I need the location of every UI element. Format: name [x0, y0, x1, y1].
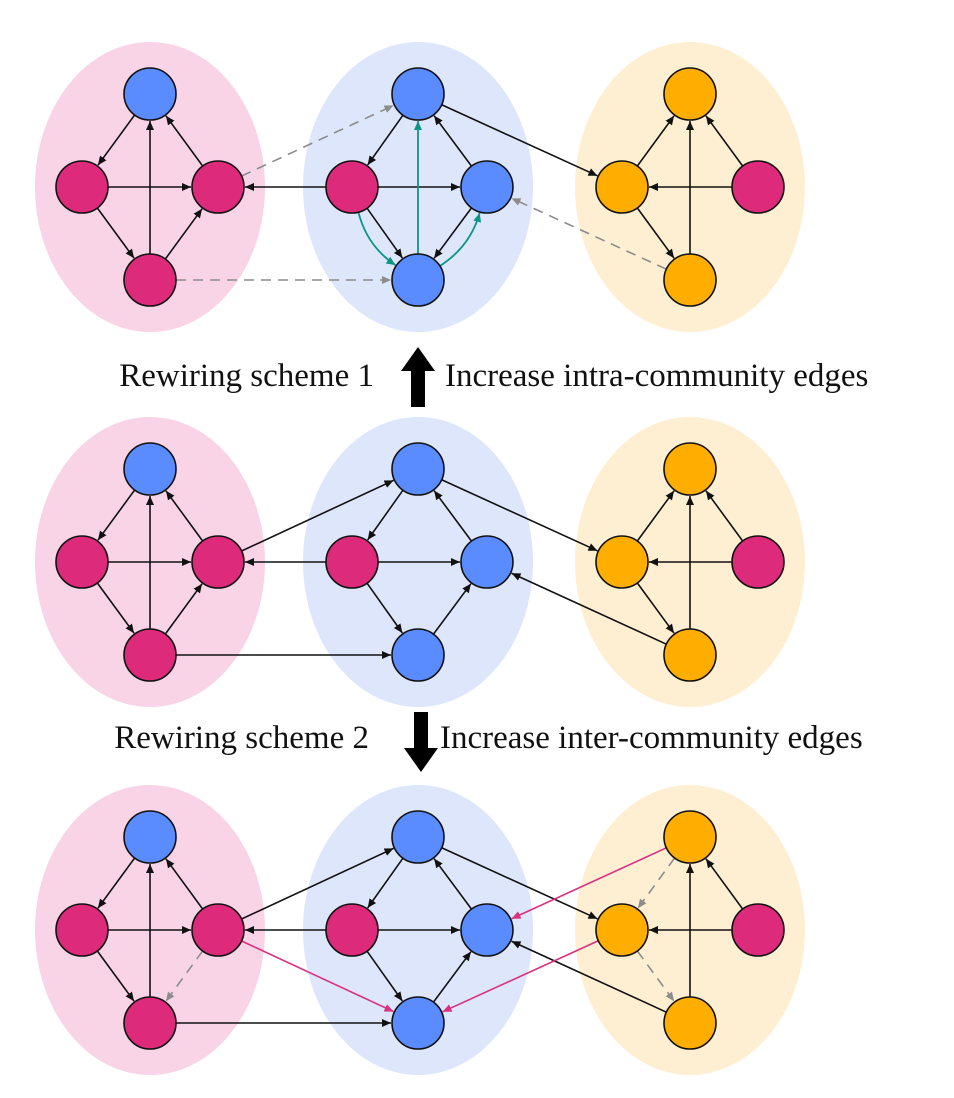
node-O2-rewired-inter [731, 903, 785, 957]
node-O3-original [663, 628, 717, 682]
edge-O1-O3-rewired-intra [636, 207, 675, 259]
edge-B2-B0-rewired-intra [433, 115, 473, 167]
edge-B1-B3-rewired-inter [366, 950, 404, 1002]
edge-B3-B2-rewired-inter [432, 951, 472, 1003]
edge-P0-P1-rewired-intra [97, 114, 136, 166]
node-B3-rewired-inter [391, 996, 445, 1050]
edge-P1-P3-rewired-inter [96, 950, 135, 1002]
node-B2-original [460, 535, 514, 589]
arrow-up-icon [401, 347, 435, 407]
node-O1-original [595, 535, 649, 589]
edge-O0-B2-rewired-inter [511, 847, 667, 920]
node-O2-rewired-intra [731, 160, 785, 214]
node-O0-rewired-intra [663, 67, 717, 121]
node-O0-rewired-inter [663, 810, 717, 864]
edge-B0-B1-rewired-intra [366, 114, 404, 166]
edge-B3-B2-rewired-intra [439, 212, 482, 267]
node-O2-original [731, 535, 785, 589]
edge-B1-B3-rewired-intra [357, 211, 396, 266]
node-P2-rewired-intra [191, 160, 245, 214]
node-B0-rewired-intra [391, 67, 445, 121]
edge-B2-B3-rewired-intra [433, 207, 473, 259]
node-P0-rewired-inter [123, 810, 177, 864]
node-O0-original [663, 442, 717, 496]
edge-O3-B2-rewired-intra [511, 197, 667, 270]
edge-O2-O0-rewired-inter [705, 858, 744, 910]
edge-O2-O0-rewired-intra [705, 115, 744, 167]
node-O3-rewired-intra [663, 253, 717, 307]
node-B3-rewired-intra [391, 253, 445, 307]
edge-P1-P3-rewired-intra [96, 207, 135, 259]
edge-B0-O1-rewired-intra [441, 104, 598, 177]
node-B1-rewired-intra [325, 160, 379, 214]
edge-B1-B3-rewired-intra [366, 207, 404, 259]
node-B0-rewired-inter [391, 810, 445, 864]
node-P0-original [123, 442, 177, 496]
scheme-1-label: Rewiring scheme 1 [119, 358, 374, 394]
node-B0-original [391, 442, 445, 496]
edge-O1-B3-rewired-inter [442, 940, 599, 1013]
edge-P2-P3-rewired-inter [165, 950, 204, 1002]
edge-P3-P2-original [164, 583, 203, 635]
edge-O1-O3-original [636, 582, 675, 634]
node-P2-original [191, 535, 245, 589]
edge-B1-B3-original [366, 582, 404, 634]
edge-O2-O0-original [705, 490, 744, 542]
node-O3-rewired-inter [663, 996, 717, 1050]
edge-O1-O3-rewired-inter [636, 950, 675, 1002]
arrow-down-icon [404, 712, 438, 772]
node-O1-rewired-intra [595, 160, 649, 214]
edge-O0-O1-rewired-inter [637, 857, 676, 909]
node-P1-rewired-intra [55, 160, 109, 214]
edge-P2-B0-rewired-intra [241, 104, 394, 177]
node-P3-rewired-inter [123, 996, 177, 1050]
node-P3-rewired-intra [123, 253, 177, 307]
edge-P2-B0-original [241, 479, 394, 552]
node-B3-original [391, 628, 445, 682]
edge-B2-B0-rewired-inter [433, 858, 473, 910]
edge-P2-B3-rewired-inter [241, 940, 394, 1013]
scheme-1-effect-label: Increase intra-community edges [445, 358, 869, 394]
edge-P0-P1-rewired-inter [97, 857, 136, 909]
node-P0-rewired-intra [123, 67, 177, 121]
edge-B2-B0-original [433, 490, 473, 542]
edge-P1-P3-original [96, 582, 135, 634]
edge-P0-P1-original [97, 489, 136, 541]
edge-B0-O1-original [441, 479, 598, 552]
edge-P2-P0-rewired-inter [165, 858, 204, 910]
edge-B0-O1-rewired-inter [441, 847, 598, 920]
edge-B0-B1-rewired-inter [366, 857, 404, 909]
edge-P2-B0-rewired-inter [241, 847, 394, 920]
scheme-2-effect-label: Increase inter-community edges [440, 720, 863, 756]
edge-P2-P0-rewired-intra [165, 115, 204, 167]
node-P2-rewired-inter [191, 903, 245, 957]
edge-O3-B2-rewired-inter [511, 940, 667, 1013]
edge-B3-B2-original [432, 583, 472, 635]
edge-B0-B1-original [366, 489, 404, 541]
node-O1-rewired-inter [595, 903, 649, 957]
node-B2-rewired-inter [460, 903, 514, 957]
node-P1-rewired-inter [55, 903, 109, 957]
node-P1-original [55, 535, 109, 589]
edge-O3-B2-original [511, 572, 667, 645]
node-B2-rewired-intra [460, 160, 514, 214]
node-B1-original [325, 535, 379, 589]
edge-O1-O0-original [636, 490, 675, 542]
scheme-2-label: Rewiring scheme 2 [114, 720, 369, 756]
edge-P2-P0-original [165, 490, 204, 542]
edge-P3-P2-rewired-intra [164, 208, 203, 260]
node-P3-original [123, 628, 177, 682]
node-B1-rewired-inter [325, 903, 379, 957]
edge-O1-O0-rewired-intra [636, 115, 675, 167]
